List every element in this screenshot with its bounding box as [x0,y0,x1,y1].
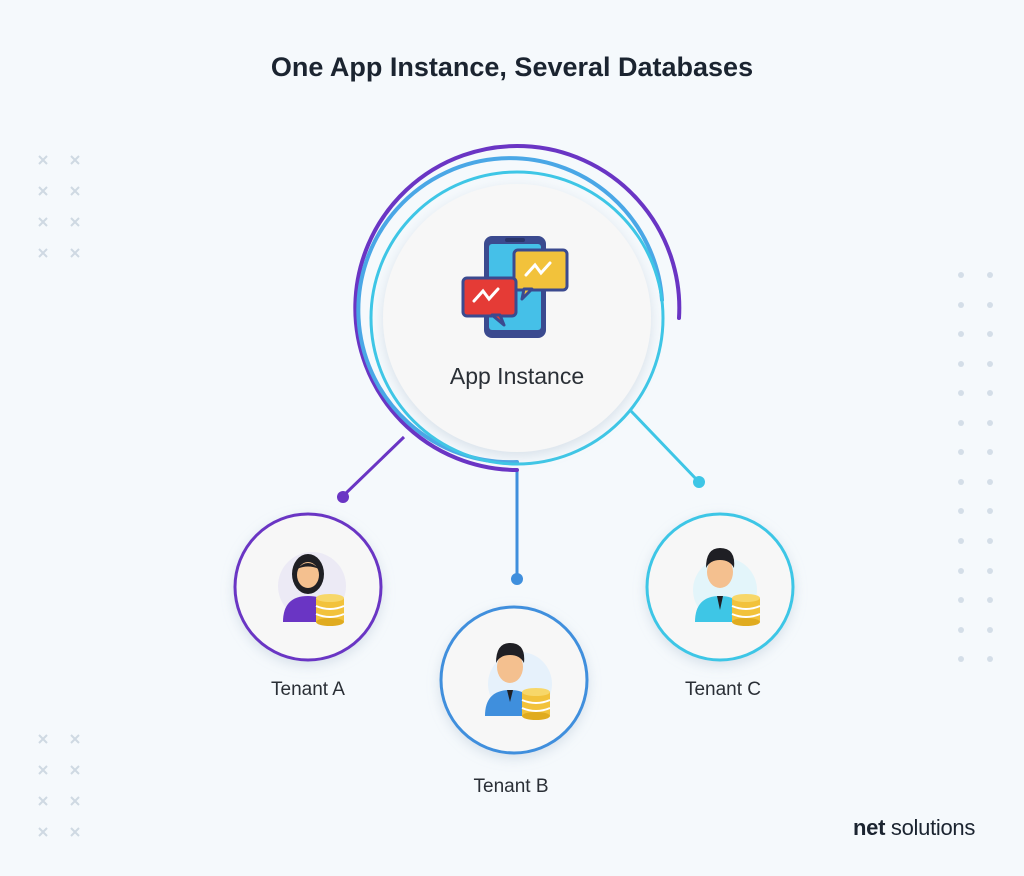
tenant-b-label: Tenant B [473,776,549,797]
brand-first: net [853,815,886,840]
tenant-a-node [233,512,383,662]
decor-x-bottom-left [38,734,80,837]
brand-logo: net solutions [853,815,975,841]
connector-tenant-c [628,408,705,488]
connector-tenant-b [511,470,523,585]
brand-second: solutions [890,815,976,840]
app-instance-icon [461,236,569,338]
tenant-a-database-icon [315,594,345,626]
tenant-a-label: Tenant A [271,679,345,700]
connector-tenant-a [337,435,406,503]
diagram-title: One App Instance, Several Databases [270,52,754,82]
decor-dots-right [958,272,993,662]
tenant-b-node [439,605,589,755]
tenant-b-database-icon [521,688,551,720]
app-instance-label: App Instance [449,363,585,389]
tenant-c-label: Tenant C [684,679,762,700]
tenant-c-database-icon [731,594,761,626]
decor-x-top-left [38,155,80,258]
center-rings [353,144,682,472]
tenant-c-node [645,512,795,662]
